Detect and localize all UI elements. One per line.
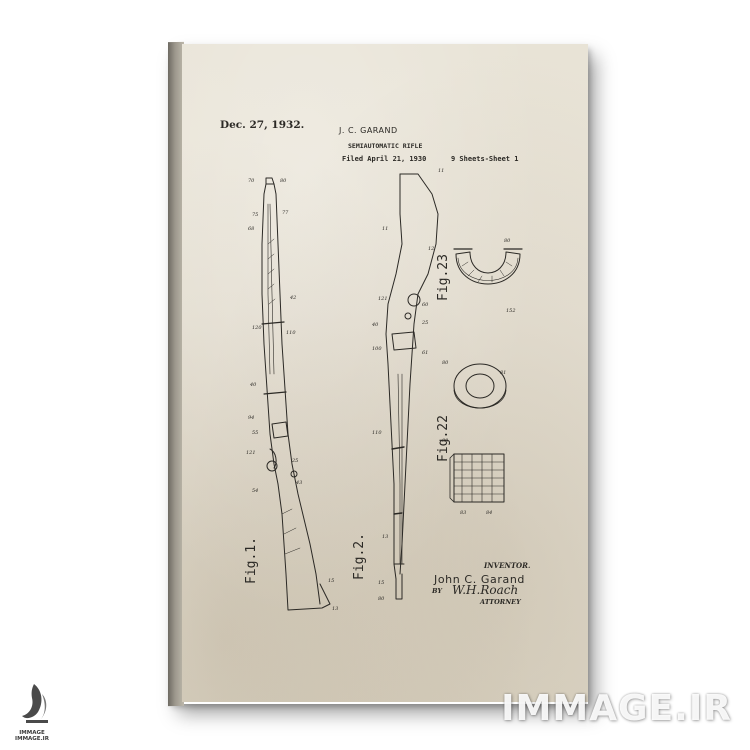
inventor-label: INVENTOR.	[484, 561, 531, 570]
figure-22-label: Fig.22	[436, 415, 451, 462]
figure-23-label: Fig.23	[436, 254, 451, 301]
patent-date: Dec. 27, 1932.	[220, 119, 305, 131]
svg-text:83: 83	[460, 510, 466, 516]
site-watermark: IMMAGE.IR	[501, 688, 732, 729]
svg-text:80: 80	[378, 596, 385, 602]
patent-title: SEMIAUTOMATIC RIFLE	[348, 142, 423, 150]
svg-text:152: 152	[506, 308, 516, 314]
svg-text:61: 61	[422, 350, 428, 356]
canvas-print: 70 80 75 77 68 42 120 110 40 94 55 121 2…	[182, 44, 588, 702]
logo-line-2: IMMAGE.IR	[15, 736, 49, 743]
svg-text:120: 120	[252, 325, 262, 331]
inventor-signature: John C. Garand	[434, 573, 525, 586]
patent-inventor-name: J. C. GARAND	[339, 126, 398, 135]
rifle-figure-1	[261, 177, 331, 611]
svg-text:110: 110	[372, 430, 382, 436]
svg-text:84: 84	[486, 510, 492, 516]
ring-figure-22	[449, 363, 507, 503]
svg-text:25: 25	[291, 458, 298, 464]
logo-line-1: IMMAGE	[19, 730, 45, 736]
svg-text:11: 11	[382, 226, 388, 232]
svg-text:121: 121	[378, 296, 388, 302]
svg-text:13: 13	[332, 606, 338, 612]
svg-text:70: 70	[248, 178, 255, 184]
svg-text:77: 77	[282, 210, 289, 216]
svg-text:42: 42	[289, 295, 296, 301]
svg-text:15: 15	[378, 580, 384, 586]
brand-logo-icon	[22, 684, 48, 723]
svg-text:100: 100	[372, 346, 382, 352]
patent-sheets: 9 Sheets-Sheet 1	[451, 155, 519, 163]
attorney-signature: W.H.Roach	[452, 583, 519, 597]
svg-text:25: 25	[421, 320, 428, 326]
svg-text:11: 11	[438, 168, 444, 174]
patent-drawing: 70 80 75 77 68 42 120 110 40 94 55 121 2…	[246, 168, 523, 612]
rifle-figure-2	[385, 173, 439, 600]
by-label: BY	[432, 587, 443, 595]
svg-text:40: 40	[371, 322, 379, 328]
svg-text:121: 121	[246, 450, 256, 456]
svg-text:81: 81	[500, 370, 506, 376]
svg-text:80: 80	[442, 438, 449, 444]
svg-text:80: 80	[442, 360, 449, 366]
svg-text:94: 94	[248, 415, 254, 421]
brand-logo-text: IMMAGE IMMAGE.IR	[12, 730, 52, 742]
svg-text:80: 80	[504, 238, 511, 244]
figure-2-label: Fig.2.	[352, 533, 367, 580]
svg-text:55: 55	[252, 430, 258, 436]
svg-text:43: 43	[295, 480, 302, 486]
figure-1-label: Fig.1.	[244, 537, 259, 584]
svg-text:15: 15	[328, 578, 334, 584]
svg-text:68: 68	[248, 226, 254, 232]
svg-text:60: 60	[422, 302, 429, 308]
svg-text:12: 12	[428, 246, 434, 252]
svg-text:54: 54	[252, 488, 258, 494]
patent-filed-date: Filed April 21, 1930	[342, 155, 427, 163]
clip-figure-23	[453, 248, 523, 285]
svg-text:75: 75	[252, 212, 258, 218]
svg-text:110: 110	[286, 330, 296, 336]
svg-text:80: 80	[280, 178, 287, 184]
svg-text:13: 13	[382, 534, 388, 540]
attorney-label: ATTORNEY	[480, 598, 521, 606]
svg-text:40: 40	[249, 382, 257, 388]
